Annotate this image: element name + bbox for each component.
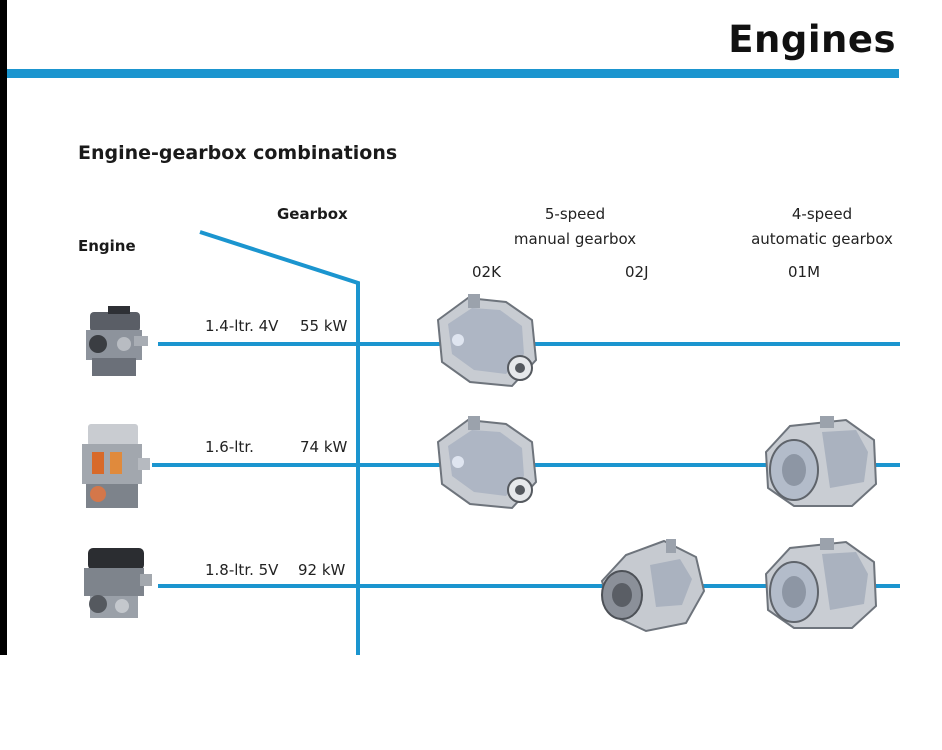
engine-1-8-illustration — [84, 548, 152, 618]
row3-power-label: 92 kW — [298, 561, 346, 579]
manual-header-line1: 5-speed — [544, 205, 606, 223]
row1-power-label: 55 kW — [300, 317, 348, 335]
row1-engine-label: 1.4-ltr. 4V — [205, 317, 279, 335]
manual-gearbox-header: 5-speed manual gearbox — [495, 202, 655, 252]
left-edge-bar — [0, 0, 7, 655]
gearbox-02j-row3-illustration — [600, 539, 706, 633]
row3-engine-label: 1.8-ltr. 5V — [205, 561, 279, 579]
manual-header-line2: manual gearbox — [513, 230, 637, 248]
engine-1-4-illustration — [86, 306, 148, 376]
row2-engine-label: 1.6-ltr. — [205, 438, 254, 456]
row2-power-label: 74 kW — [300, 438, 348, 456]
code-01m: 01M — [788, 263, 821, 281]
gearbox-divider-line — [199, 230, 360, 655]
auto-header-line2: automatic gearbox — [751, 230, 893, 248]
gearbox-header: Gearbox — [277, 205, 348, 223]
engine-1-6-illustration — [82, 424, 150, 508]
automatic-gearbox-header: 4-speed automatic gearbox — [740, 202, 904, 252]
page-title: Engines — [728, 18, 896, 61]
code-02j: 02J — [625, 263, 649, 281]
gearbox-01m-row3-illustration — [764, 538, 878, 629]
gearbox-02k-row1-illustration — [436, 294, 538, 388]
title-rule — [7, 69, 899, 78]
auto-header-line1: 4-speed — [791, 205, 853, 223]
section-heading: Engine-gearbox combinations — [78, 142, 398, 164]
code-02k: 02K — [472, 263, 501, 281]
engine-header: Engine — [78, 237, 136, 255]
gearbox-01m-row2-illustration — [764, 416, 878, 507]
gearbox-02k-row2-illustration — [436, 416, 538, 510]
